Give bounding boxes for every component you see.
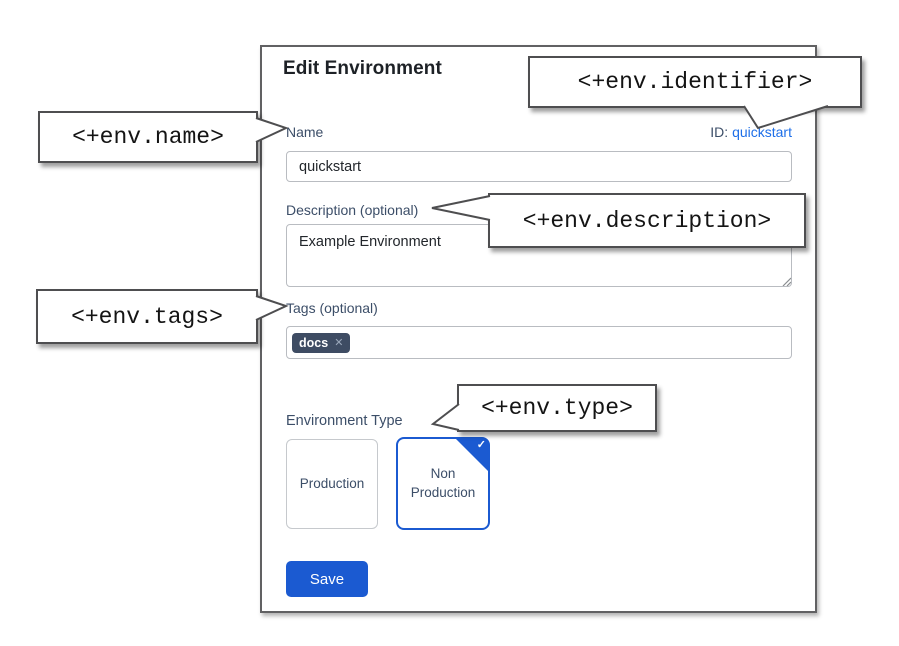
callout-env-name: <+env.name> (38, 111, 258, 163)
callout-env-name-pointer (255, 117, 289, 143)
identifier-row: ID: quickstart (286, 124, 792, 140)
callout-env-tags: <+env.tags> (36, 289, 258, 344)
remove-tag-icon[interactable]: ✕ (334, 337, 344, 349)
callout-env-description-pointer (431, 195, 491, 221)
textarea-resize-handle-icon[interactable] (781, 276, 791, 286)
callout-env-description: <+env.description> (488, 193, 806, 248)
type-option-non-production[interactable]: Non Production ✓ (396, 437, 490, 530)
dialog-title: Edit Environment (283, 58, 442, 79)
save-button[interactable]: Save (286, 561, 368, 597)
type-option-production[interactable]: Production (286, 439, 378, 529)
callout-env-tags-pointer (255, 295, 289, 321)
callout-env-identifier-pointer (743, 105, 829, 130)
description-label: Description (optional) (286, 202, 419, 218)
tag-chip-text: docs (299, 335, 329, 350)
type-option-production-label: Production (299, 475, 365, 491)
callout-env-identifier: <+env.identifier> (528, 56, 862, 108)
name-label: Name (286, 124, 324, 140)
id-label: ID: (710, 124, 729, 140)
tag-chip: docs ✕ (292, 332, 351, 353)
selected-corner: ✓ (455, 438, 489, 472)
callout-env-type-pointer (430, 403, 460, 431)
check-icon: ✓ (476, 439, 486, 451)
environment-type-label: Environment Type (286, 413, 403, 429)
tags-input[interactable]: docs ✕ (286, 326, 792, 359)
name-input[interactable] (286, 151, 792, 182)
callout-env-type: <+env.type> (457, 384, 657, 432)
id-value-link[interactable]: quickstart (732, 124, 792, 140)
tags-label: Tags (optional) (286, 300, 378, 316)
type-option-non-production-label: Non Production (410, 466, 476, 500)
